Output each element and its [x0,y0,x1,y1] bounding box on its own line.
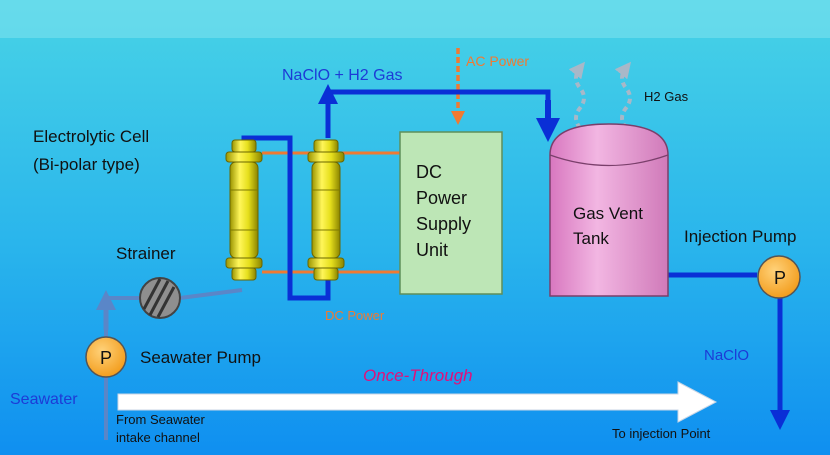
dc-unit-line-4: Unit [416,240,448,260]
injection-pump-icon [757,255,801,299]
electrolytic-cell-label: Electrolytic Cell [33,127,149,146]
electrolytic-cell-right [307,139,345,281]
ac-power-label: AC Power [466,53,529,69]
from-seawater-line-2: intake channel [116,430,200,445]
to-injection-point-label: To injection Point [612,426,711,441]
seawater-pump-label: Seawater Pump [140,348,261,367]
dc-unit-line-3: Supply [416,214,471,234]
h2-vent-arrow-right [614,61,632,130]
naclo-h2-gas-label: NaClO + H2 Gas [282,67,402,84]
h2-gas-label: H2 Gas [644,89,689,104]
tank-lid-line [549,154,669,167]
once-through-label: Once-Through [363,366,473,385]
cell-type-label: (Bi-polar type) [33,155,140,174]
electrolytic-cell-left [225,139,263,281]
cell-interconnect-pipe [241,135,331,301]
dc-unit-line-2: Power [416,188,467,208]
strainer-to-cell-pipe [179,288,243,300]
injection-pump-label: Injection Pump [684,227,796,246]
once-through-arrow [117,381,718,423]
strainer-label: Strainer [116,244,176,263]
seawater-pump-symbol: P [100,348,112,368]
seawater-pump-icon [85,336,127,378]
strainer-icon [139,277,181,319]
dc-unit-line-1: DC [416,162,442,182]
h2-vent-arrow-left [568,61,586,130]
dc-power-supply-unit [399,131,503,295]
seawater-label: Seawater [10,391,78,408]
injection-pump-symbol: P [774,268,786,288]
top-band [0,0,830,38]
from-seawater-line-1: From Seawater [116,412,206,427]
gas-vent-tank [549,123,669,297]
naclo-label: NaClO [704,347,749,364]
gas-vent-tank-line-1: Gas Vent [573,204,643,223]
dc-power-label: DC Power [325,308,385,323]
gas-vent-tank-line-2: Tank [573,229,609,248]
